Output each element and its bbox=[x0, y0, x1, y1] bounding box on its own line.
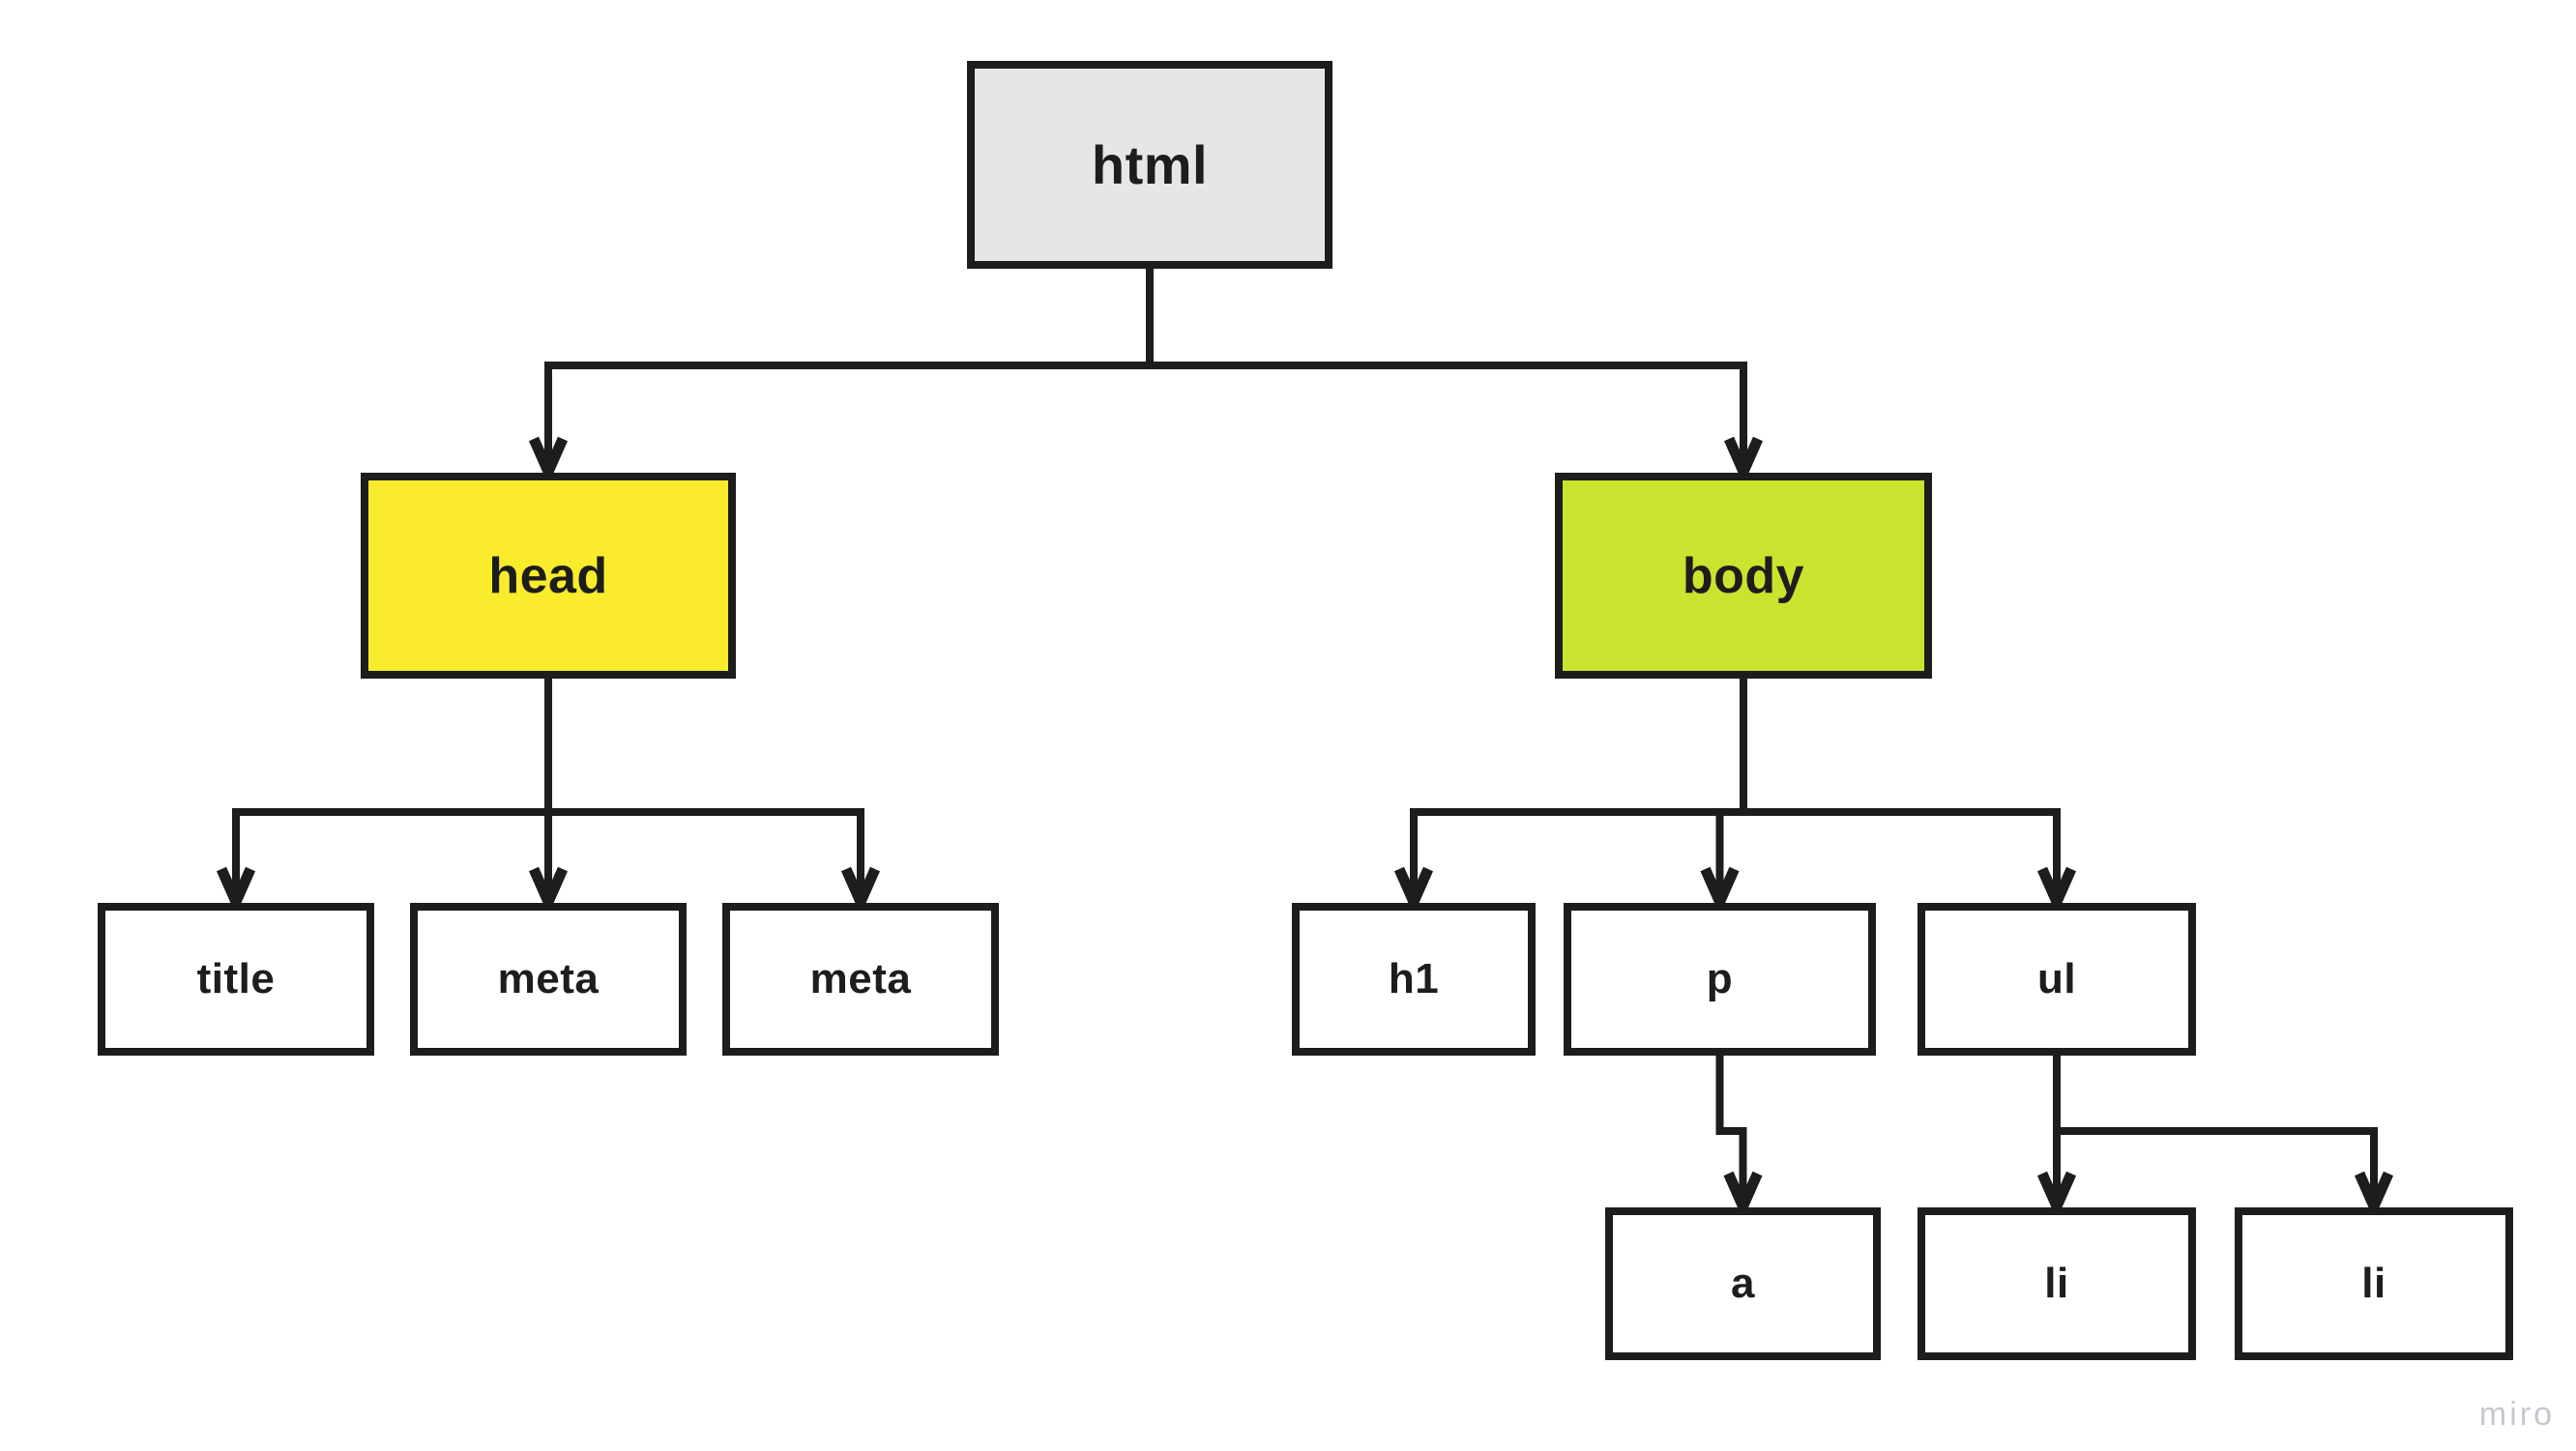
node-label-p: p bbox=[1706, 955, 1734, 1002]
arrowhead-li1 bbox=[2036, 1171, 2077, 1220]
node-li2[interactable]: li bbox=[2235, 1207, 2513, 1360]
node-label-head: head bbox=[488, 547, 608, 604]
node-label-h1: h1 bbox=[1388, 955, 1440, 1002]
arrowhead-meta1 bbox=[528, 866, 569, 915]
node-head[interactable]: head bbox=[361, 473, 736, 679]
edge-html-to-head bbox=[544, 269, 1154, 469]
node-li1[interactable]: li bbox=[1917, 1207, 2196, 1360]
edge-p-to-a bbox=[1715, 1056, 1747, 1204]
edge-html-to-body bbox=[1146, 269, 1747, 469]
node-title[interactable]: title bbox=[98, 903, 374, 1056]
node-meta2[interactable]: meta bbox=[722, 903, 999, 1056]
arrowhead-ul bbox=[2036, 866, 2077, 915]
node-p[interactable]: p bbox=[1564, 903, 1876, 1056]
node-body[interactable]: body bbox=[1555, 473, 1932, 679]
arrowhead-head bbox=[528, 436, 569, 485]
node-label-ul: ul bbox=[2036, 955, 2077, 1002]
arrowhead-h1 bbox=[1393, 866, 1434, 915]
edge-head-to-title bbox=[232, 679, 552, 899]
arrowhead-li2 bbox=[2354, 1171, 2394, 1220]
arrowhead-a bbox=[1723, 1171, 1763, 1220]
node-html[interactable]: html bbox=[967, 61, 1332, 269]
edge-body-to-h1 bbox=[1410, 679, 1747, 899]
arrowhead-p bbox=[1700, 866, 1740, 915]
node-label-li1: li bbox=[2044, 1260, 2069, 1307]
node-label-html: html bbox=[1091, 133, 1209, 195]
node-label-meta2: meta bbox=[809, 955, 912, 1002]
arrowhead-body bbox=[1723, 436, 1764, 485]
node-label-li2: li bbox=[2361, 1260, 2386, 1307]
node-label-title: title bbox=[196, 955, 276, 1002]
node-label-body: body bbox=[1682, 547, 1805, 604]
node-h1[interactable]: h1 bbox=[1292, 903, 1536, 1056]
arrowhead-meta2 bbox=[840, 866, 881, 915]
node-ul[interactable]: ul bbox=[1917, 903, 2196, 1056]
edge-ul-to-li2 bbox=[2053, 1056, 2378, 1204]
node-a[interactable]: a bbox=[1605, 1207, 1881, 1360]
edge-body-to-ul bbox=[1740, 679, 2061, 899]
edge-head-to-meta2 bbox=[544, 679, 864, 899]
node-label-a: a bbox=[1731, 1260, 1755, 1307]
miro-watermark: miro bbox=[2478, 1396, 2555, 1433]
arrowhead-title bbox=[216, 866, 256, 915]
node-label-meta1: meta bbox=[497, 955, 600, 1002]
edge-body-to-p bbox=[1715, 679, 1747, 899]
node-meta1[interactable]: meta bbox=[410, 903, 687, 1056]
